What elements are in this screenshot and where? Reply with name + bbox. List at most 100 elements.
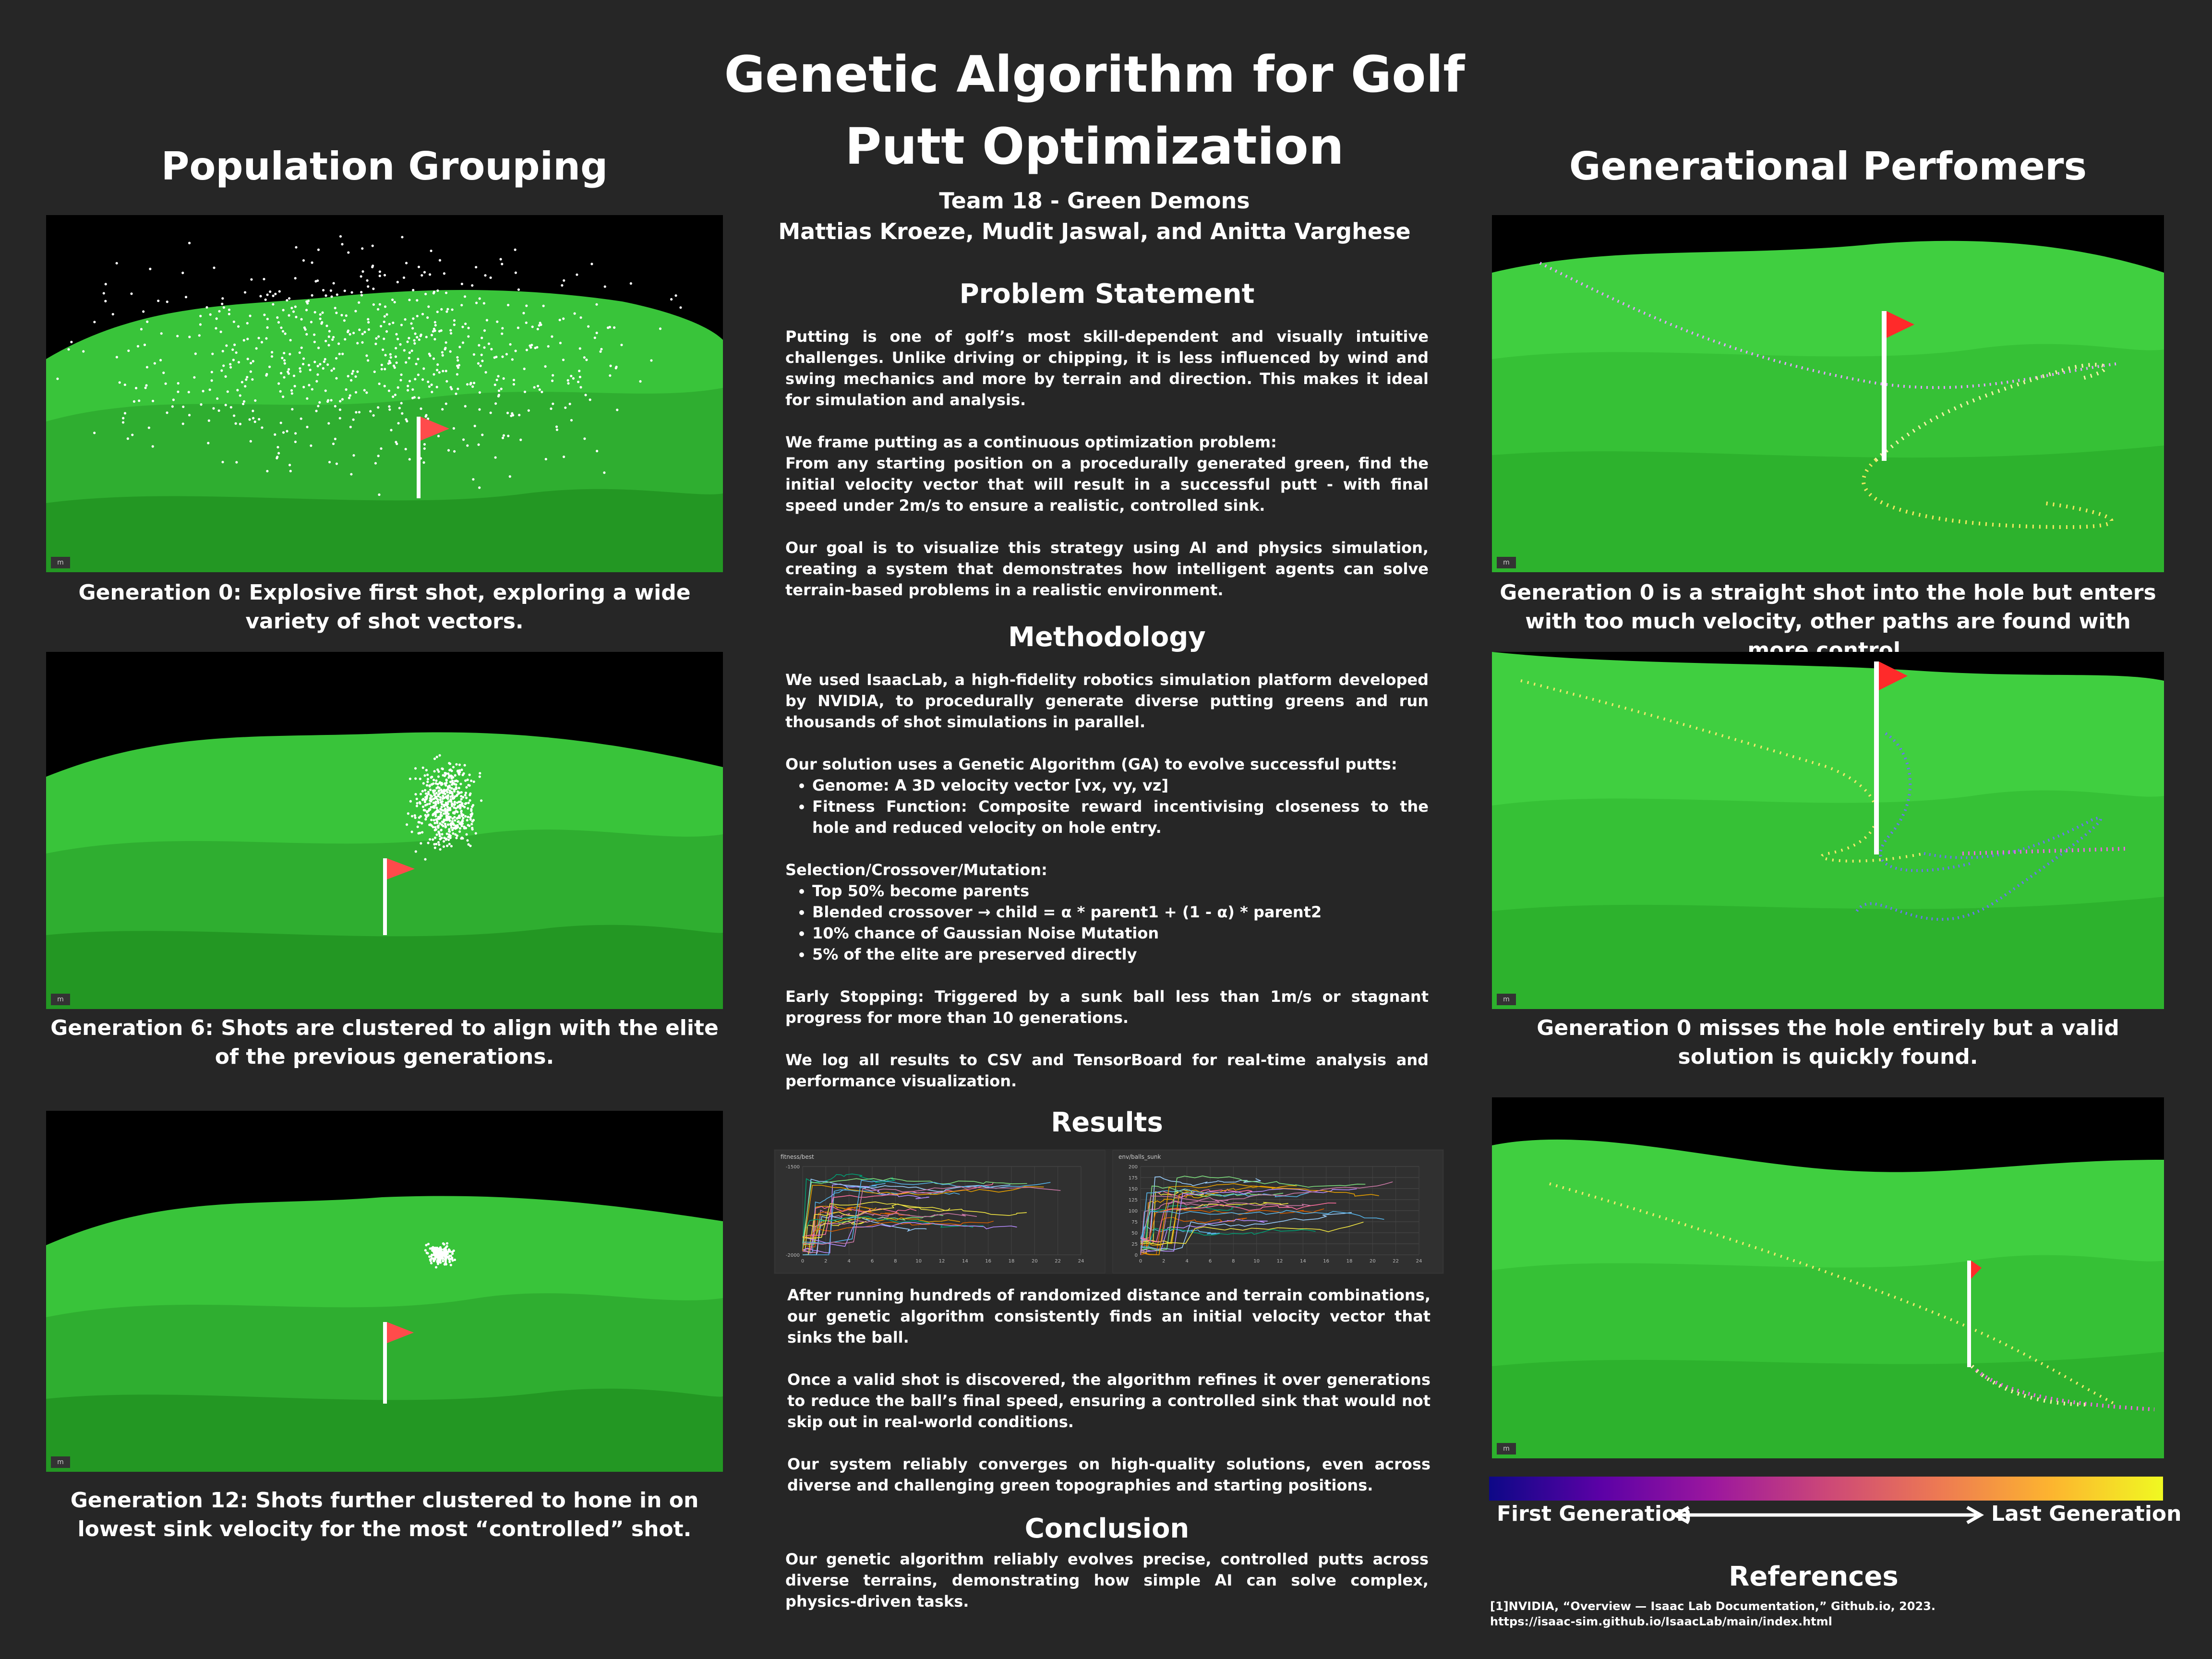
ball-particle	[427, 1242, 430, 1246]
ball-particle	[443, 836, 446, 840]
ball-particle	[363, 331, 366, 334]
method-paragraph-3: Selection/Crossover/Mutation:	[785, 861, 1047, 879]
ball-particle	[261, 426, 264, 429]
ball-particle	[542, 304, 545, 307]
ball-particle	[428, 823, 431, 826]
ball-particle	[446, 797, 449, 800]
ball-particle	[449, 808, 452, 811]
ball-particle	[341, 398, 344, 401]
ball-particle	[221, 297, 224, 300]
ball-particle	[222, 306, 225, 309]
ball-particle	[465, 833, 468, 836]
ball-particle	[348, 397, 350, 399]
ball-particle	[421, 378, 424, 381]
ball-particle	[436, 1249, 439, 1252]
ball-particle	[371, 244, 374, 247]
ball-particle	[501, 263, 504, 265]
ball-particle	[473, 424, 476, 427]
ball-particle	[421, 790, 424, 793]
method-heading: Methodology	[1008, 622, 1206, 653]
ball-particle	[438, 834, 441, 838]
ball-particle	[434, 800, 437, 803]
ball-particle	[229, 363, 232, 366]
ball-particle	[356, 370, 359, 373]
list-item: Genome: A 3D velocity vector [vx, vy, vz…	[812, 775, 1429, 796]
y-tick-label: 200	[1129, 1165, 1138, 1170]
ball-particle	[282, 431, 285, 434]
ball-particle	[536, 346, 539, 349]
ball-particle	[466, 839, 469, 842]
ball-particle	[327, 335, 330, 338]
ball-particle	[467, 843, 470, 846]
ball-particle	[440, 829, 443, 831]
ball-particle	[380, 368, 383, 371]
ball-particle	[525, 321, 528, 324]
ball-particle	[587, 325, 590, 328]
ball-particle	[325, 339, 327, 343]
x-tick-label: 8	[894, 1259, 897, 1264]
ball-particle	[289, 469, 292, 472]
ball-particle	[140, 328, 143, 331]
series-line	[802, 1213, 977, 1253]
ball-particle	[317, 347, 320, 349]
ball-particle	[188, 241, 191, 244]
ball-particle	[318, 401, 321, 404]
ball-particle	[344, 338, 347, 341]
ball-particle	[306, 302, 309, 305]
x-tick-label: 20	[1032, 1259, 1038, 1264]
ball-particle	[551, 335, 553, 338]
ball-particle	[620, 343, 623, 347]
ball-particle	[372, 288, 375, 290]
ball-particle	[159, 359, 162, 361]
ball-particle	[430, 1262, 433, 1264]
ball-particle	[458, 763, 461, 766]
ball-particle	[387, 389, 391, 392]
ball-particle	[449, 1254, 452, 1257]
ball-particle	[313, 333, 316, 336]
y-tick-label: 100	[1129, 1209, 1138, 1214]
ball-particle	[435, 756, 438, 758]
ball-particle	[595, 303, 598, 306]
ball-particle	[436, 289, 439, 292]
ball-particle	[438, 1259, 441, 1262]
ball-particle	[436, 800, 440, 803]
ball-particle	[145, 366, 149, 369]
ball-particle	[132, 400, 136, 403]
ball-particle	[439, 1261, 442, 1264]
ball-particle	[408, 458, 411, 461]
ball-particle	[259, 295, 262, 298]
ball-particle	[432, 1258, 435, 1261]
ball-particle	[452, 832, 455, 835]
reference-1-line-2: https://isaac-sim.github.io/IsaacLab/mai…	[1490, 1615, 1832, 1628]
ball-particle	[266, 326, 269, 329]
ball-particle	[266, 317, 269, 321]
ball-particle	[228, 313, 230, 315]
ball-particle	[425, 816, 428, 818]
ball-particle	[424, 1249, 427, 1252]
ball-particle	[431, 1253, 433, 1256]
ball-particle	[349, 333, 351, 336]
ball-particle	[471, 284, 474, 287]
ball-particle	[224, 375, 227, 378]
ball-particle	[512, 379, 516, 382]
ball-particle	[456, 810, 459, 814]
ball-particle	[246, 358, 249, 361]
ball-particle	[213, 266, 216, 269]
ball-particle	[407, 385, 409, 387]
ball-particle	[568, 402, 571, 406]
ball-particle	[414, 793, 417, 796]
ball-particle	[417, 358, 420, 361]
ball-particle	[466, 819, 469, 822]
ball-particle	[385, 330, 388, 333]
ball-particle	[425, 794, 429, 797]
ball-particle	[593, 337, 596, 339]
ball-particle	[428, 784, 431, 787]
ball-particle	[425, 414, 428, 417]
ball-particle	[184, 296, 188, 299]
ball-particle	[409, 800, 412, 803]
ball-particle	[454, 807, 457, 810]
ball-particle	[126, 437, 129, 440]
ball-particle	[269, 290, 272, 293]
ball-particle	[434, 1253, 437, 1257]
